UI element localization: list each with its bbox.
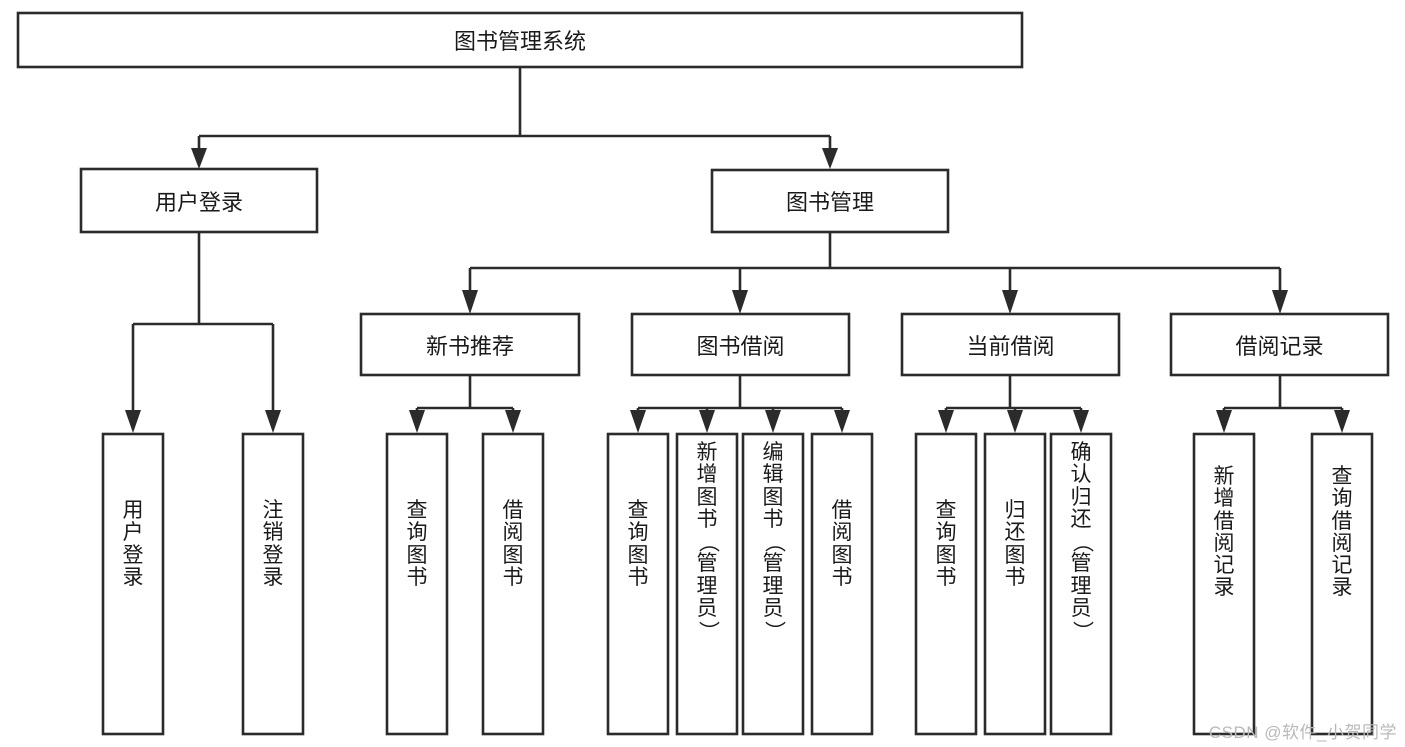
node-box-leaf-3[interactable] [385,432,449,736]
connector-group-book-borrow-to-leaves [630,375,850,433]
node-box-leaf-9[interactable] [914,432,978,736]
arrow-head-leaf-12 [1216,410,1232,433]
arrow-head-leaf-5 [630,410,646,433]
arrow-head-book-manage [822,148,838,169]
node-box-leaf-8[interactable] [810,432,874,736]
arrow-head-leaf-10 [1007,410,1023,433]
node-box-leaf-1[interactable] [101,432,165,736]
connector-group-borrow-record-to-leaves [1216,375,1350,433]
arrow-head-leaf-9 [938,410,954,433]
node-box-current-borrow[interactable] [900,312,1121,377]
connector-group-new-book-rec-to-leaves [409,375,521,433]
node-box-book-manage[interactable] [710,168,950,234]
node-box-leaf-5[interactable] [606,432,670,736]
arrow-head-leaf-1 [125,410,141,433]
node-box-book-borrow[interactable] [630,312,851,377]
node-box-user-login[interactable] [79,167,319,234]
arrow-head-current-borrow [1002,290,1018,314]
node-box-leaf-11[interactable] [1049,432,1113,736]
node-box-borrow-record[interactable] [1169,312,1390,377]
connector-group-user-login-to-leaves [125,232,281,433]
arrow-head-leaf-7 [765,410,781,433]
arrow-head-book-borrow [732,290,748,314]
arrow-head-borrow-record [1272,290,1288,314]
node-box-leaf-6[interactable] [675,432,739,736]
arrow-head-leaf-13 [1334,410,1350,433]
arrow-head-leaf-6 [699,410,715,433]
node-box-leaf-7[interactable] [741,432,805,736]
node-box-leaf-2[interactable] [241,432,305,736]
node-box-leaf-10[interactable] [983,432,1047,736]
arrow-head-leaf-11 [1073,410,1089,433]
node-box-root[interactable] [16,11,1024,69]
node-box-leaf-12[interactable] [1192,432,1256,736]
arrow-head-leaf-4 [505,410,521,433]
arrow-head-leaf-3 [409,410,425,433]
node-box-leaf-13[interactable] [1310,432,1374,736]
arrow-head-leaf-8 [834,410,850,433]
connector-group-root-to-level2 [191,67,838,169]
arrow-head-new-book-rec [462,290,478,314]
node-box-leaf-4[interactable] [481,432,545,736]
connector-group-book-manage-to-level3 [462,232,1288,314]
arrow-head-leaf-2 [265,410,281,433]
connector-group-current-borrow-to-leaves [938,375,1089,433]
node-box-new-book-rec[interactable] [359,312,581,377]
arrow-head-user-login [191,148,207,169]
